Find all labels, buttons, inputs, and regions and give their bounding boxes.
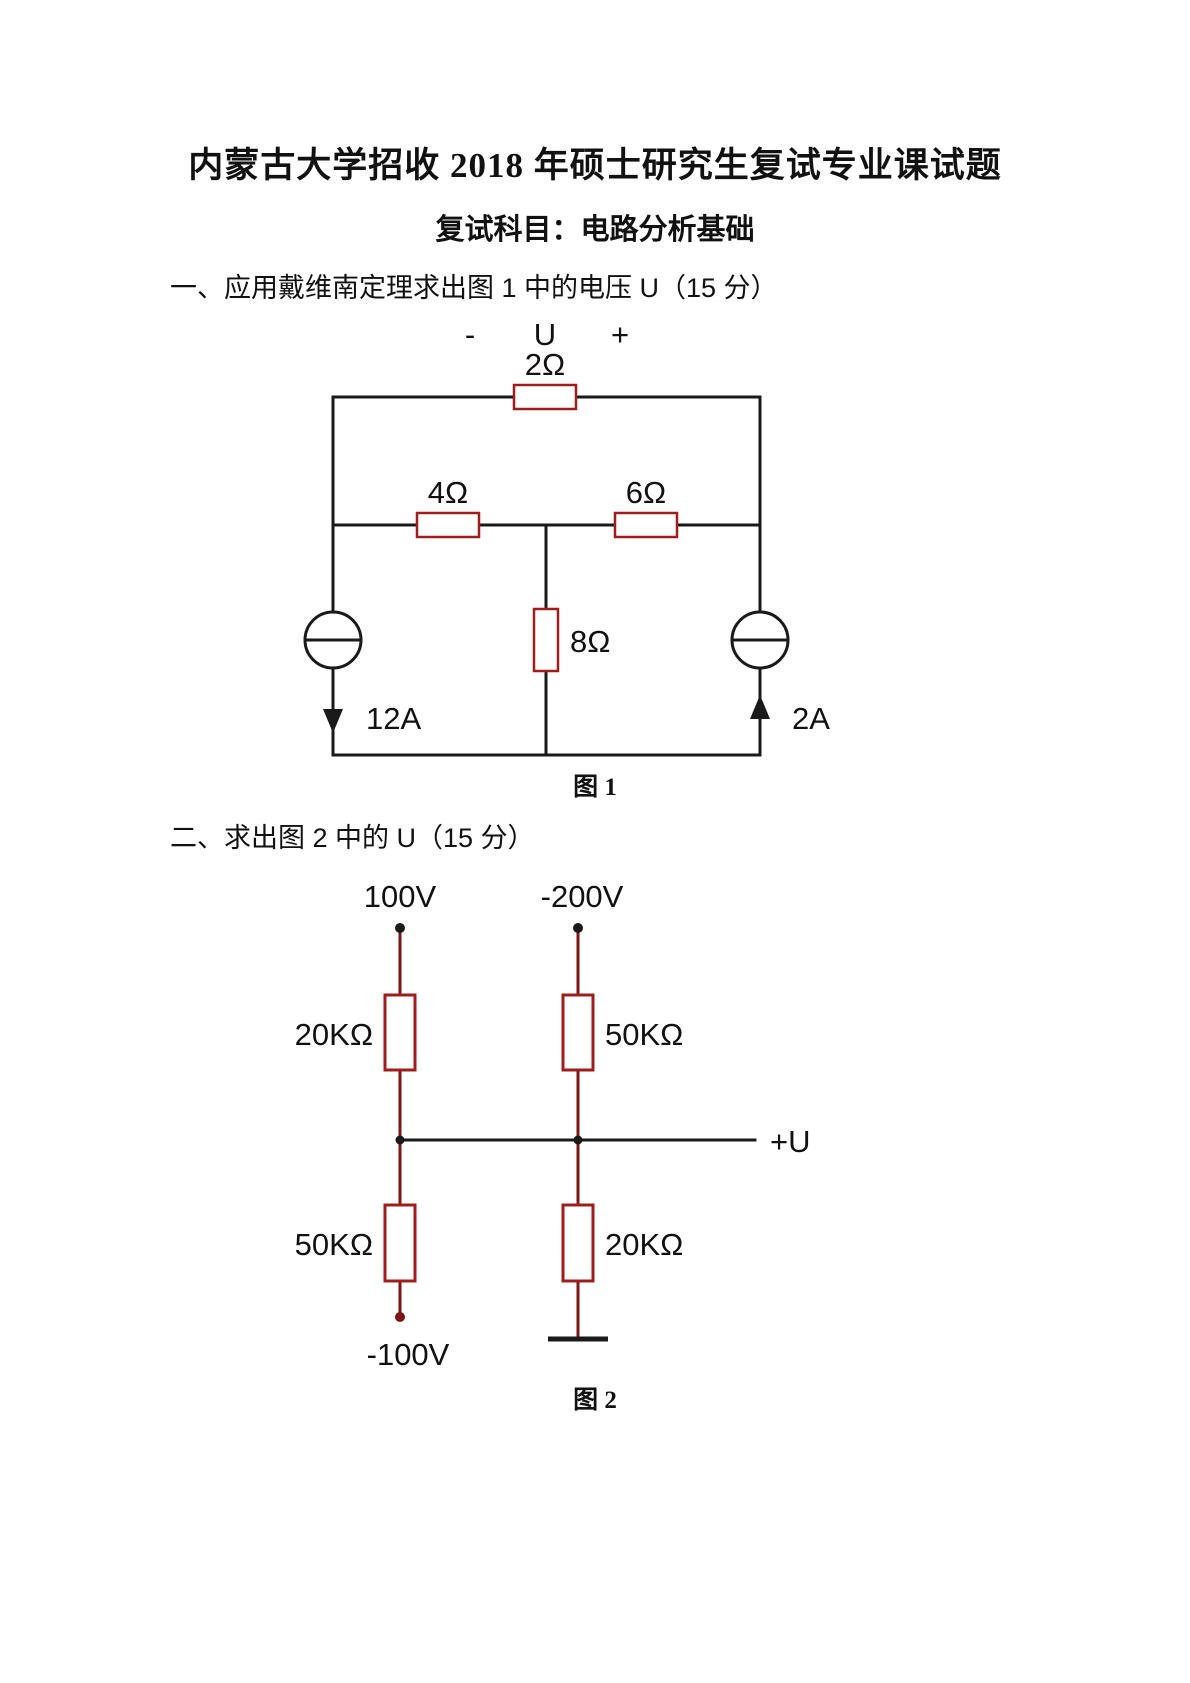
page-subtitle: 复试科目：电路分析基础 [435,214,755,246]
resistor-2ohm [512,383,578,411]
arrow-down-icon [323,709,343,733]
current-source-2a [730,610,790,719]
polarity-plus-label: + [611,317,629,352]
resistor-6ohm [613,511,679,539]
figure-2-circuit: 100V -200V 20KΩ 50KΩ +U 50KΩ 20KΩ -100V [295,879,811,1372]
resistor-2ohm-label: 2Ω [525,347,565,382]
polarity-minus-label: - [465,317,475,352]
current-2a-label: 2A [792,701,830,736]
resistor-8ohm [532,607,560,673]
source-neg200v-label: -200V [541,879,624,914]
resistor-20kohm-top [383,993,417,1072]
voltage-u-label: U [534,317,556,352]
resistor-50kohm-bottom-label: 50KΩ [295,1227,373,1262]
source-neg100v-label: -100V [367,1337,450,1372]
current-12a-label: 12A [366,701,421,736]
resistor-4ohm-label: 4Ω [428,475,468,510]
resistor-50kohm-top [561,993,595,1072]
resistor-6ohm-label: 6Ω [626,475,666,510]
terminal-neg200v [573,923,583,933]
question-2-text: 二、求出图 2 中的 U（15 分） [170,823,535,853]
question-1-text: 一、应用戴维南定理求出图 1 中的电压 U（15 分） [170,273,778,303]
figure-2-caption: 图 2 [573,1387,617,1414]
resistor-20kohm-bottom [561,1203,595,1283]
node-left [395,1135,405,1145]
output-u-label: +U [770,1124,811,1159]
resistor-50kohm-top-label: 50KΩ [605,1017,683,1052]
source-100v-label: 100V [364,879,437,914]
resistor-8ohm-label: 8Ω [570,624,610,659]
current-source-12a [303,610,363,733]
figure-1-circuit: - U + 2Ω 4Ω 6Ω 8Ω 12A 2A [303,317,830,757]
terminal-100v [395,923,405,933]
terminal-neg100v [395,1312,405,1322]
resistor-4ohm [415,511,481,539]
resistor-50kohm-bottom [383,1203,417,1283]
node-right [573,1135,583,1145]
resistor-20kohm-bottom-label: 20KΩ [605,1227,683,1262]
resistor-20kohm-top-label: 20KΩ [295,1017,373,1052]
figure-1-caption: 图 1 [573,774,617,801]
page-title: 内蒙古大学招收 2018 年硕士研究生复试专业课试题 [188,146,1002,185]
arrow-up-icon [750,695,770,719]
